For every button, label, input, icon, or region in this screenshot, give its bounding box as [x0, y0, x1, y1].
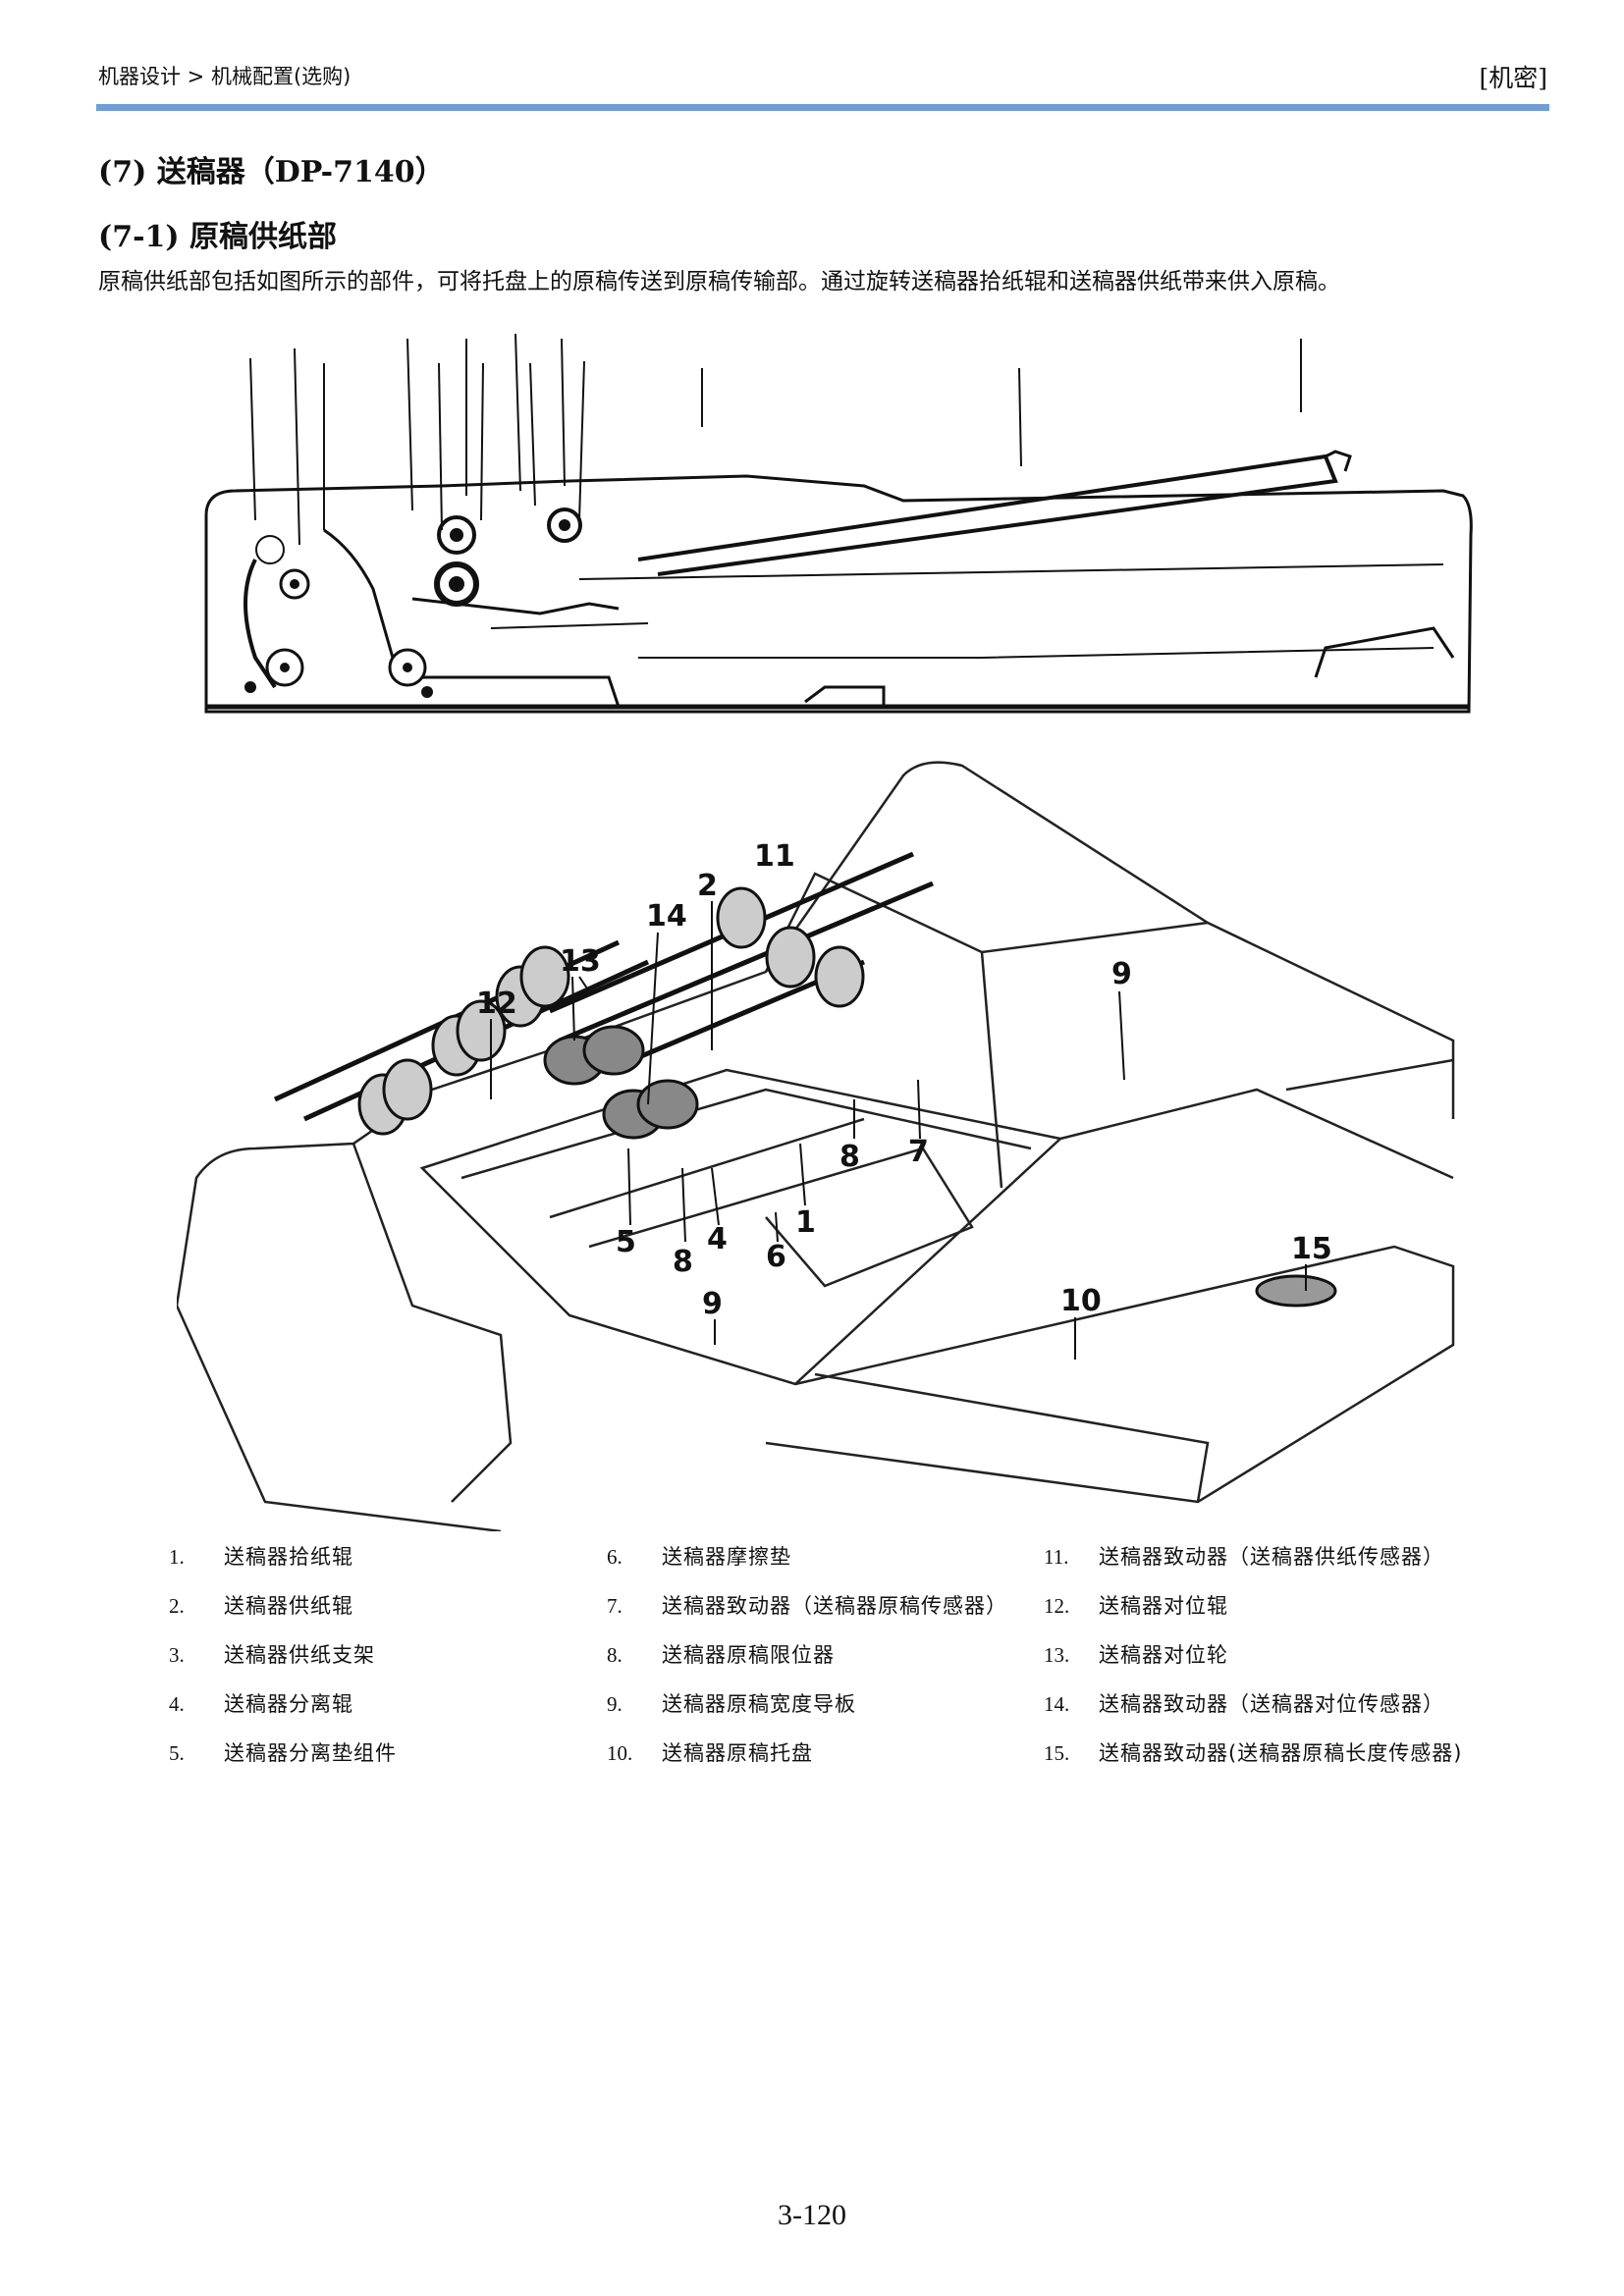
legend-item: 4.送稿器分离辊 — [169, 1692, 353, 1716]
callout-label: 2 — [697, 869, 718, 903]
intro-paragraph: 原稿供纸部包括如图所示的部件，可将托盘上的原稿传送到原稿传输部。通过旋转送稿器拾… — [98, 269, 1340, 294]
callout-label: 13 — [560, 944, 601, 979]
page-number: 3-120 — [778, 2199, 846, 2231]
callout-label: 9 — [702, 1287, 723, 1321]
callout-label: 8 — [673, 1245, 693, 1279]
legend-item: 2.送稿器供纸辊 — [169, 1594, 353, 1618]
isometric-diagram: 12 13 14 2 11 9 8 7 5 8 4 1 6 9 10 15 — [177, 761, 1455, 1531]
callout-label: 1 — [795, 1205, 816, 1240]
legend-item: 3.送稿器供纸支架 — [169, 1643, 375, 1667]
callout-label: 9 — [1111, 957, 1132, 991]
legend-item: 15.送稿器致动器(送稿器原稿长度传感器) — [1044, 1741, 1463, 1765]
legend-item: 12.送稿器对位辊 — [1044, 1594, 1228, 1618]
confidential-mark: [机密] — [1479, 64, 1547, 92]
legend-col-1: 1.送稿器拾纸辊 2.送稿器供纸辊 3.送稿器供纸支架 4.送稿器分离辊 5.送… — [169, 1541, 591, 1787]
breadcrumb: 机器设计 > 机械配置(选购) — [98, 65, 352, 88]
legend-item: 8.送稿器原稿限位器 — [607, 1643, 835, 1667]
legend-item: 10.送稿器原稿托盘 — [607, 1741, 813, 1765]
legend-item: 9.送稿器原稿宽度导板 — [607, 1692, 856, 1716]
legend-col-2: 6.送稿器摩擦垫 7.送稿器致动器（送稿器原稿传感器） 8.送稿器原稿限位器 9… — [607, 1541, 1039, 1787]
legend-item: 1.送稿器拾纸辊 — [169, 1545, 353, 1569]
callout-label: 11 — [754, 839, 795, 874]
subsection-title: (7-1) 原稿供纸部 — [98, 220, 338, 254]
legend-col-3: 11.送稿器致动器（送稿器供纸传感器） 12.送稿器对位辊 13.送稿器对位轮 … — [1044, 1541, 1476, 1787]
header-rule — [96, 104, 1549, 111]
cross-section-leaders — [249, 333, 1302, 546]
cross-section-diagram: 13 12 14 11 4 2 5 8 3 1 7 9 15 10 — [204, 450, 1473, 714]
legend-item: 11.送稿器致动器（送稿器供纸传感器） — [1044, 1545, 1444, 1569]
callout-label: 4 — [707, 1222, 728, 1256]
callout-label: 7 — [908, 1135, 929, 1169]
callout-label: 14 — [646, 899, 687, 934]
legend-item: 6.送稿器摩擦垫 — [607, 1545, 791, 1569]
callout-label: 5 — [616, 1225, 636, 1259]
callout-label: 15 — [1291, 1232, 1332, 1266]
callout-label: 10 — [1060, 1284, 1102, 1318]
legend-item: 7.送稿器致动器（送稿器原稿传感器） — [607, 1594, 1007, 1618]
section-title: (7) 送稿器（DP-7140） — [98, 155, 445, 189]
callout-label: 12 — [476, 987, 517, 1021]
isometric-labels: 12 13 14 2 11 9 8 7 5 8 4 1 6 9 10 15 — [476, 839, 1332, 1321]
legend-item: 14.送稿器致动器（送稿器对位传感器） — [1044, 1692, 1444, 1716]
callout-label: 6 — [766, 1240, 786, 1274]
callout-label: 8 — [839, 1140, 860, 1174]
legend-item: 13.送稿器对位轮 — [1044, 1643, 1228, 1667]
legend-item: 5.送稿器分离垫组件 — [169, 1741, 397, 1765]
